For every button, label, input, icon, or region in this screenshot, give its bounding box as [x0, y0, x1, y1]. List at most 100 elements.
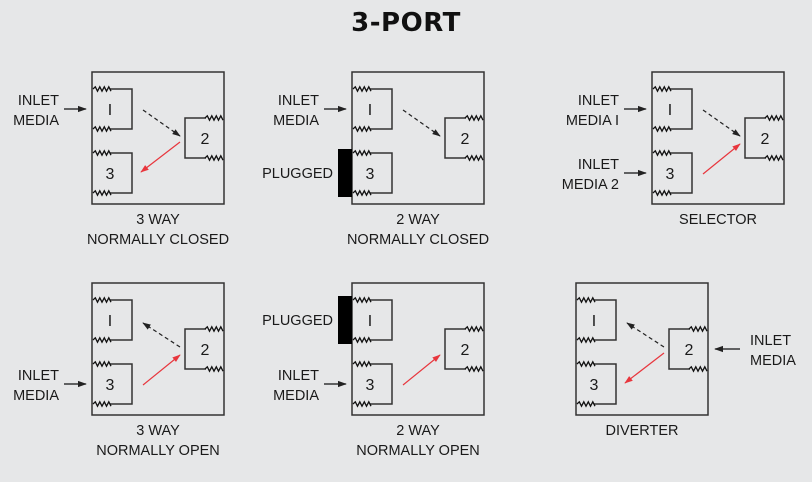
port-box [370, 299, 393, 341]
flow-arrow-1-to-2 [702, 109, 741, 137]
thread-icon [464, 154, 484, 162]
port-box [370, 363, 393, 405]
port-3: 3 [92, 360, 133, 408]
port-number: I [108, 313, 112, 330]
port-number: 3 [106, 166, 115, 183]
port-box [184, 328, 206, 370]
valve-body [575, 282, 709, 416]
thread-icon [352, 296, 372, 304]
thread-icon [688, 325, 708, 333]
flow-arrow-3-to-2 [702, 143, 741, 175]
thread-icon [204, 365, 224, 373]
panel-caption: 2 WAY [396, 212, 440, 228]
panel-caption: NORMALLY CLOSED [347, 232, 489, 248]
port-2: 2 [184, 114, 224, 162]
valve-body [91, 71, 225, 205]
thread-icon [652, 149, 672, 157]
port-2: 2 [744, 114, 784, 162]
thread-icon [92, 336, 112, 344]
thread-icon [204, 114, 224, 122]
port-box [110, 152, 133, 194]
thread-icon [92, 85, 112, 93]
inlet-label: MEDIA [750, 353, 796, 369]
inlet-label: MEDIA [273, 113, 319, 129]
valve-body [351, 71, 485, 205]
thread-icon [92, 360, 112, 368]
valve-body [351, 282, 485, 416]
port-3: 3 [92, 149, 133, 197]
thread-icon [352, 189, 372, 197]
thread-icon [352, 125, 372, 133]
thread-icon [92, 400, 112, 408]
thread-icon [352, 400, 372, 408]
port-box [594, 363, 617, 405]
port-2: 2 [184, 325, 224, 373]
port-number: I [368, 102, 372, 119]
port-3: 3 [352, 149, 393, 197]
port-1: I [92, 85, 133, 133]
thread-icon [576, 400, 596, 408]
flow-arrow-1-to-2 [402, 109, 441, 137]
flow-arrow-2-to-1 [626, 322, 665, 348]
port-1: I [352, 296, 393, 344]
thread-icon [576, 360, 596, 368]
port-1: I [92, 296, 133, 344]
inlet-label: INLET [578, 157, 619, 173]
thread-icon [92, 189, 112, 197]
thread-icon [576, 296, 596, 304]
port-box [444, 117, 466, 159]
port-3: 3 [352, 360, 393, 408]
thread-icon [92, 149, 112, 157]
flow-arrow-3-to-2 [142, 354, 181, 386]
inlet-label: MEDIA [13, 388, 59, 404]
port-number: 2 [201, 342, 210, 359]
panel-caption: NORMALLY OPEN [356, 443, 480, 459]
inlet-label: INLET [278, 93, 319, 109]
inlet-label: INLET [18, 93, 59, 109]
plug-block [338, 296, 352, 344]
thread-icon [352, 149, 372, 157]
valve-body [91, 282, 225, 416]
port-1: I [652, 85, 693, 133]
thread-icon [764, 114, 784, 122]
thread-icon [464, 114, 484, 122]
port-number: 2 [461, 131, 470, 148]
thread-icon [652, 189, 672, 197]
inlet-label: MEDIA 2 [562, 177, 619, 193]
port-box [370, 152, 393, 194]
port-number: 3 [366, 377, 375, 394]
port-number: 3 [590, 377, 599, 394]
port-3: 3 [576, 360, 617, 408]
thread-icon [764, 154, 784, 162]
thread-icon [464, 325, 484, 333]
port-box [370, 88, 393, 130]
panel-caption: 3 WAY [136, 212, 180, 228]
thread-icon [352, 360, 372, 368]
inlet-label: MEDIA [273, 388, 319, 404]
port-number: 2 [761, 131, 770, 148]
flow-arrow-1-to-2 [142, 109, 181, 137]
port-box [110, 299, 133, 341]
plugged-label: PLUGGED [262, 313, 333, 329]
port-3: 3 [652, 149, 693, 197]
thread-icon [92, 296, 112, 304]
thread-icon [352, 336, 372, 344]
port-box [110, 363, 133, 405]
thread-icon [464, 365, 484, 373]
port-number: I [108, 102, 112, 119]
port-number: I [368, 313, 372, 330]
page-title: 3-PORT [351, 8, 461, 38]
port-number: 3 [366, 166, 375, 183]
flow-arrow-3-to-2 [402, 354, 441, 386]
valve-body [651, 71, 785, 205]
inlet-1: INLET MEDIA [273, 93, 347, 129]
